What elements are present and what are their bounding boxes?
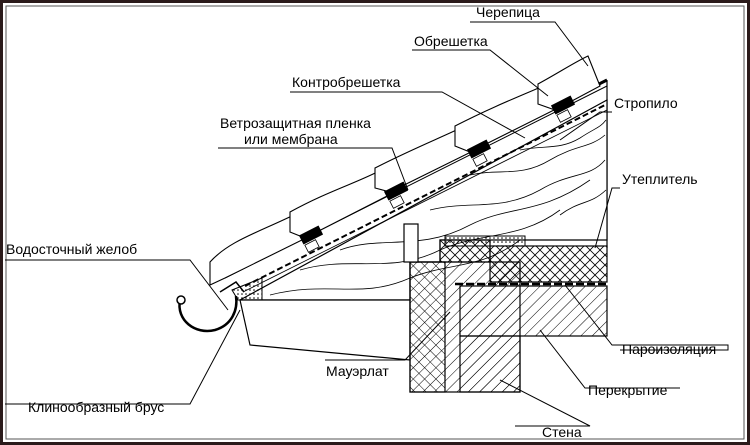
inner-border bbox=[5, 5, 745, 440]
label-wall-plate: Мауэрлат bbox=[326, 363, 389, 379]
label-gutter: Водосточный желоб bbox=[6, 241, 137, 257]
wedge-beam bbox=[231, 277, 263, 301]
anchor-bracket bbox=[403, 223, 419, 263]
insulation-layer bbox=[444, 235, 608, 283]
label-wall: Стена bbox=[542, 424, 582, 440]
membrane-edge bbox=[242, 109, 608, 293]
label-insulation: Утеплитель bbox=[622, 171, 698, 187]
counter-batten-blocks bbox=[304, 109, 572, 253]
label-membrane-line2: или мембрана bbox=[244, 131, 338, 147]
leader-lines bbox=[5, 21, 729, 427]
membrane-line bbox=[244, 103, 608, 287]
label-wedge-beam: Клинообразный брус bbox=[28, 399, 164, 415]
label-counter-batten: Контробрешетка bbox=[292, 74, 401, 90]
roof-tiles bbox=[209, 55, 601, 286]
label-batten: Обрешетка bbox=[414, 33, 488, 49]
label-vapor-barrier: Пароизоляция bbox=[622, 341, 716, 357]
label-tile: Черепица bbox=[476, 4, 540, 20]
batten-blocks bbox=[298, 95, 576, 245]
label-ceiling: Перекрытие bbox=[588, 382, 668, 398]
label-rafter: Стропило bbox=[614, 95, 678, 111]
ceiling-slab bbox=[459, 285, 608, 393]
label-membrane-line1: Ветрозащитная пленка bbox=[220, 115, 371, 131]
